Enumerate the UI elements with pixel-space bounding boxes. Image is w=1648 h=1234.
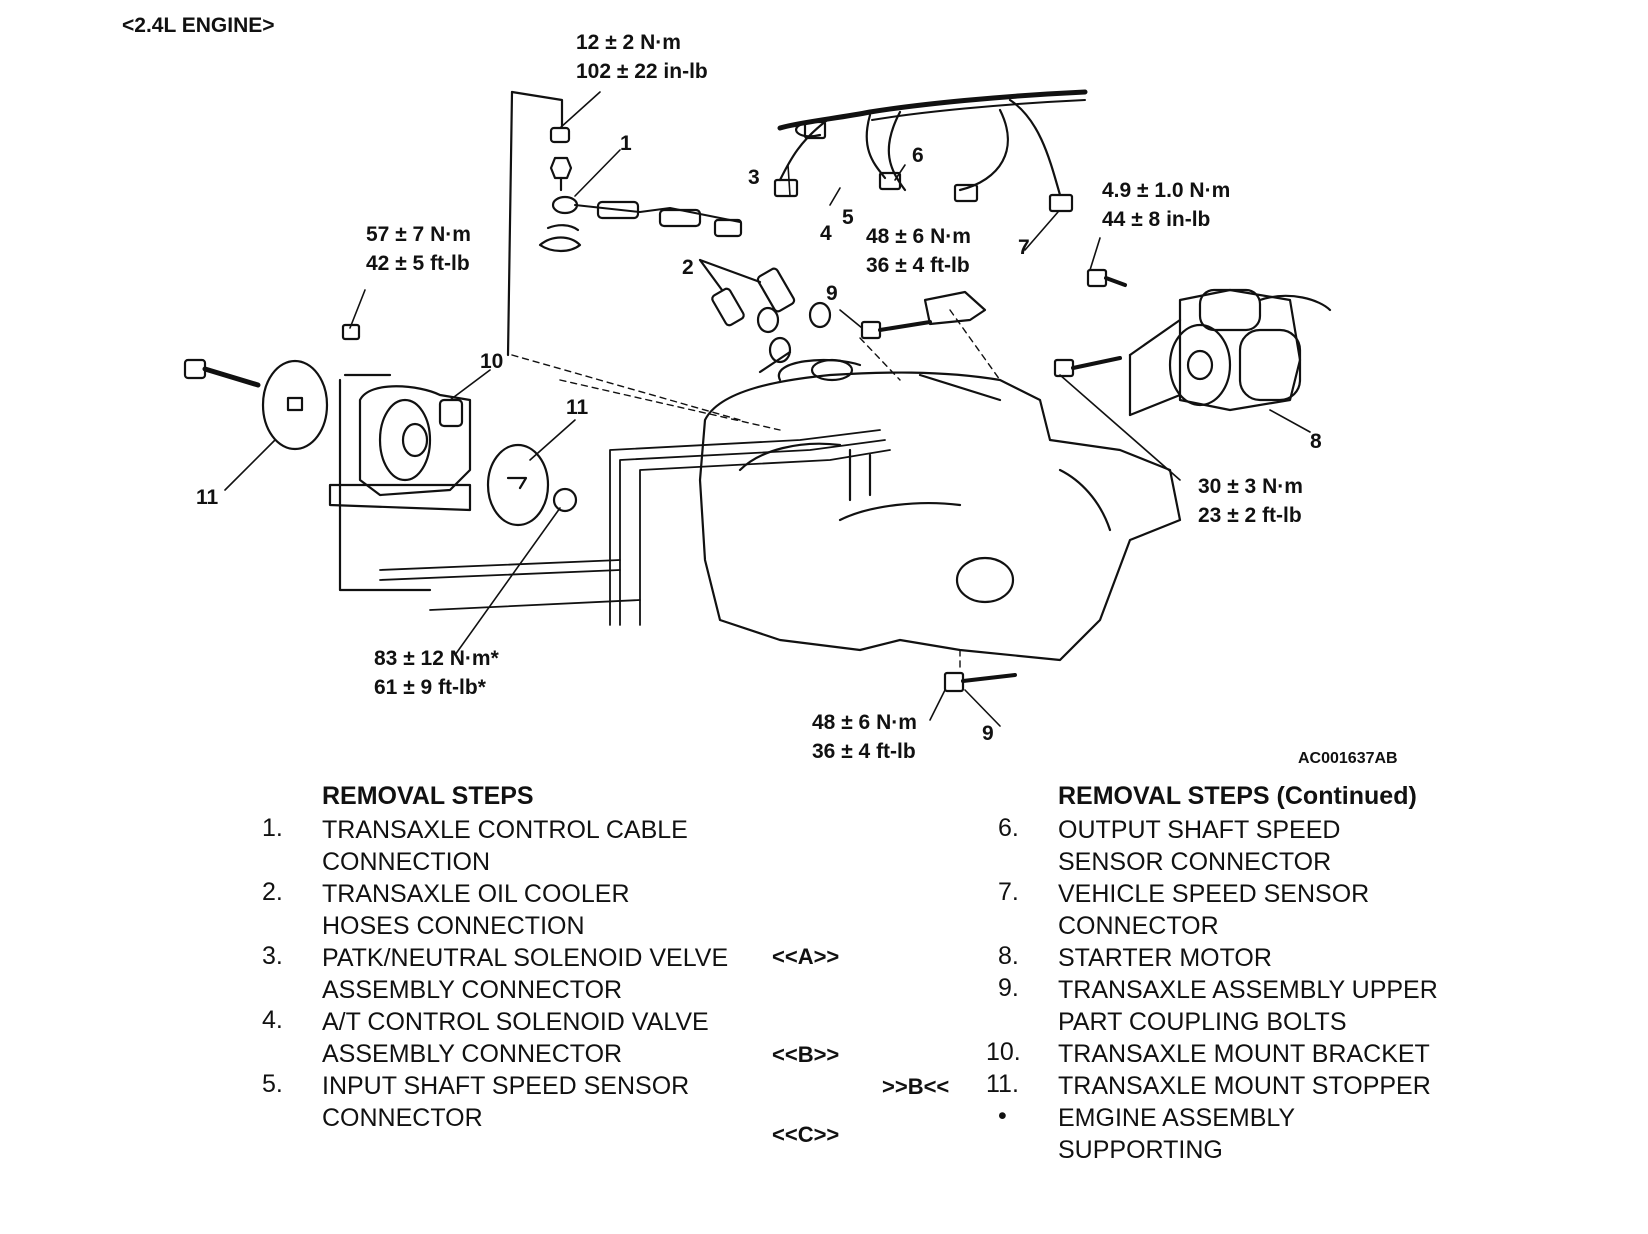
- starter-bolts: [1055, 270, 1125, 376]
- leader-lines: [225, 92, 1310, 726]
- step-number: 3.: [262, 942, 283, 970]
- step-text: INPUT SHAFT SPEED SENSOR CONNECTOR: [322, 1072, 690, 1132]
- step-text: OUTPUT SHAFT SPEED SENSOR CONNECTOR: [1058, 816, 1341, 876]
- callout-1: 1: [620, 132, 632, 155]
- step-number: 1.: [262, 814, 283, 842]
- step-number: 7.: [998, 878, 1019, 906]
- step-text: TRANSAXLE MOUNT BRACKET: [1058, 1040, 1430, 1068]
- callout-11-center: 11: [566, 396, 589, 419]
- torque-spec-sensor-nut: 12 ± 2 N·m 102 ± 22 in-lb: [576, 31, 708, 83]
- oil-cooler-hoses: [700, 260, 830, 332]
- step-bullet: •: [998, 1102, 1007, 1130]
- step-number: 10.: [986, 1038, 1021, 1066]
- step-number: 11.: [986, 1070, 1019, 1098]
- figure-code: AC001637AB: [1298, 750, 1398, 767]
- torque-spec-mount-nut: 57 ± 7 N·m 42 ± 5 ft-lb: [366, 223, 471, 275]
- wiring-harness: [775, 92, 1085, 211]
- callout-7: 7: [1018, 236, 1030, 259]
- marker-b-installation: >>B<<: [882, 1074, 950, 1099]
- transaxle-case: [700, 338, 1180, 660]
- step-text: TRANSAXLE ASSEMBLY UPPER PART COUPLING B…: [1058, 976, 1438, 1036]
- step-number: 9.: [998, 974, 1019, 1002]
- callout-11-left: 11: [196, 486, 219, 509]
- torque-spec-lower-bolt: 48 ± 6 N·m 36 ± 4 ft-lb: [812, 711, 917, 763]
- step-text: TRANSAXLE CONTROL CABLE CONNECTION: [322, 816, 688, 876]
- transaxle-mount-stopper: [488, 445, 576, 525]
- callout-4: 4: [820, 222, 832, 245]
- callout-9-upper: 9: [826, 282, 838, 305]
- marker-b-removal: <<B>>: [772, 1042, 840, 1067]
- callout-8: 8: [1310, 430, 1322, 453]
- step-text: TRANSAXLE MOUNT STOPPER: [1058, 1072, 1431, 1100]
- reference-lines: [512, 310, 1000, 670]
- marker-a: <<A>>: [772, 944, 840, 969]
- coupling-bolt-lower: [945, 673, 1015, 691]
- transaxle-mount-bracket: [330, 375, 470, 590]
- step-text: A/T CONTROL SOLENOID VALVE ASSEMBLY CONN…: [322, 1008, 709, 1068]
- callout-5: 5: [842, 206, 854, 229]
- step-text: VEHICLE SPEED SENSOR CONNECTOR: [1058, 880, 1370, 940]
- oil-cooler-pipes: [380, 430, 890, 625]
- step-number: 8.: [998, 942, 1019, 970]
- torque-spec-starter-terminal: 4.9 ± 1.0 N·m 44 ± 8 in-lb: [1102, 179, 1231, 231]
- callout-9-lower: 9: [982, 722, 994, 745]
- callout-10: 10: [480, 350, 504, 373]
- torque-spec-stopper-nut: 83 ± 12 N·m* 61 ± 9 ft-lb*: [374, 647, 499, 699]
- callout-2: 2: [682, 256, 694, 279]
- steps-heading-left: REMOVAL STEPS: [322, 782, 534, 810]
- step-text: EMGINE ASSEMBLY SUPPORTING: [1058, 1104, 1295, 1164]
- step-number: 2.: [262, 878, 283, 906]
- step-text: PATK/NEUTRAL SOLENOID VELVE ASSEMBLY CON…: [322, 944, 729, 1004]
- transaxle-exploded-diagram: [0, 0, 1648, 800]
- steps-heading-right: REMOVAL STEPS (Continued): [1058, 782, 1417, 810]
- mount-bolt-left: [185, 325, 359, 449]
- control-cable-parts: [508, 92, 741, 355]
- step-number: 6.: [998, 814, 1019, 842]
- marker-c: <<C>>: [772, 1122, 840, 1147]
- step-number: 4.: [262, 1006, 283, 1034]
- step-text: TRANSAXLE OIL COOLER HOSES CONNECTION: [322, 880, 630, 940]
- coupling-bolt-upper: [862, 292, 985, 338]
- callout-3: 3: [748, 166, 760, 189]
- engine-label: <2.4L ENGINE>: [122, 14, 275, 37]
- callout-6: 6: [912, 144, 924, 167]
- starter-motor: [1130, 290, 1330, 415]
- torque-spec-starter-bolt: 30 ± 3 N·m 23 ± 2 ft-lb: [1198, 475, 1303, 527]
- step-text: STARTER MOTOR: [1058, 944, 1272, 972]
- step-number: 5.: [262, 1070, 283, 1098]
- torque-spec-upper-bolt: 48 ± 6 N·m 36 ± 4 ft-lb: [866, 225, 971, 277]
